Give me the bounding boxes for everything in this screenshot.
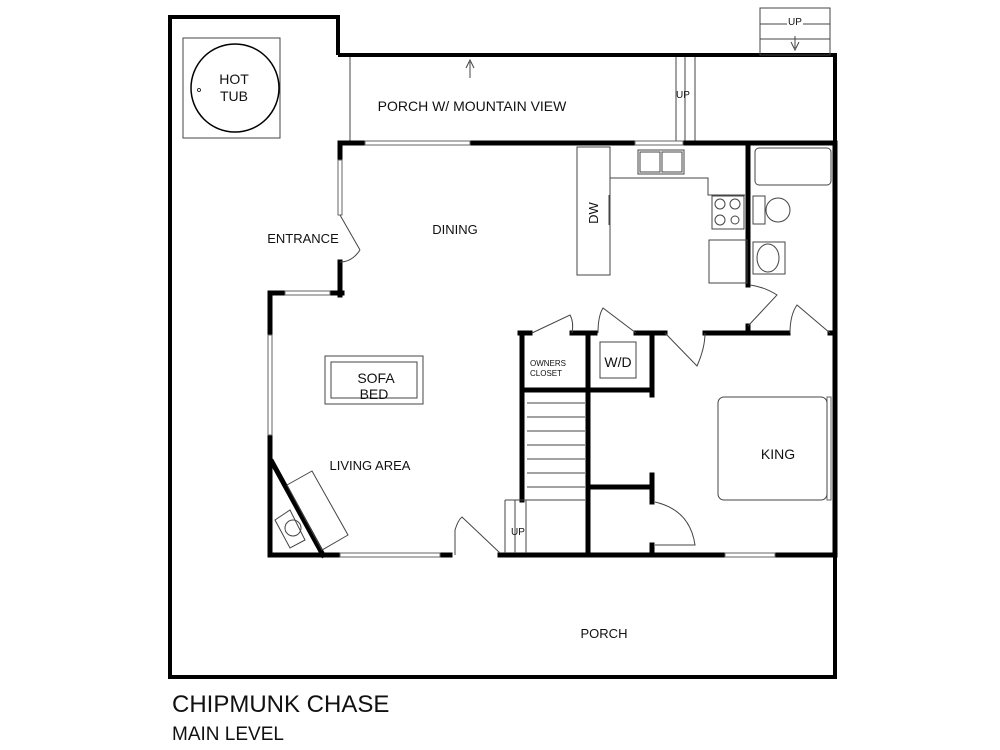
porch-mountain-view-label: PORCH W/ MOUNTAIN VIEW xyxy=(378,98,568,114)
fireplace-tv-unit xyxy=(274,470,349,551)
hot-tub: HOT TUB xyxy=(182,37,281,139)
king-bed xyxy=(717,396,828,501)
sofa-label: SOFA xyxy=(357,370,395,386)
arrow-up-icon xyxy=(465,58,475,78)
entrance-label: ENTRANCE xyxy=(267,231,339,246)
bathroom xyxy=(752,147,832,275)
living-area-label: LIVING AREA xyxy=(330,458,411,473)
washer-dryer-label: W/D xyxy=(604,354,631,370)
outer-deck-boundary xyxy=(168,15,837,679)
sofa-bed: SOFA BED xyxy=(324,355,424,405)
refrigerator-icon xyxy=(708,239,748,284)
hot-tub-label-2: TUB xyxy=(220,88,248,104)
doors xyxy=(339,214,831,555)
dishwasher-label: DW xyxy=(586,201,601,223)
outside-stairs: UP xyxy=(759,7,831,56)
stairs-up-label: UP xyxy=(788,17,802,28)
plan-subtitle: MAIN LEVEL xyxy=(172,724,284,745)
windows xyxy=(267,140,832,558)
interior-stairs-up-label: UP xyxy=(511,527,525,538)
porch-label: PORCH xyxy=(581,626,628,641)
porch-stairs: UP xyxy=(675,57,696,141)
dining-label: DINING xyxy=(432,222,478,237)
hot-tub-label: HOT xyxy=(219,71,249,87)
owners-closet-label-2: CLOSET xyxy=(530,369,562,378)
plan-title: CHIPMUNK CHASE xyxy=(172,691,389,718)
owners-closet-label: OWNERS xyxy=(530,359,566,368)
interior-walls xyxy=(267,140,838,559)
washer-dryer-box xyxy=(599,341,637,379)
interior-stairs xyxy=(504,402,585,553)
bed-label: BED xyxy=(360,386,389,402)
kitchen: DW xyxy=(576,146,748,284)
king-label: KING xyxy=(761,446,795,462)
stove-icon xyxy=(711,195,745,230)
porch-stairs-up-label: UP xyxy=(676,90,690,101)
